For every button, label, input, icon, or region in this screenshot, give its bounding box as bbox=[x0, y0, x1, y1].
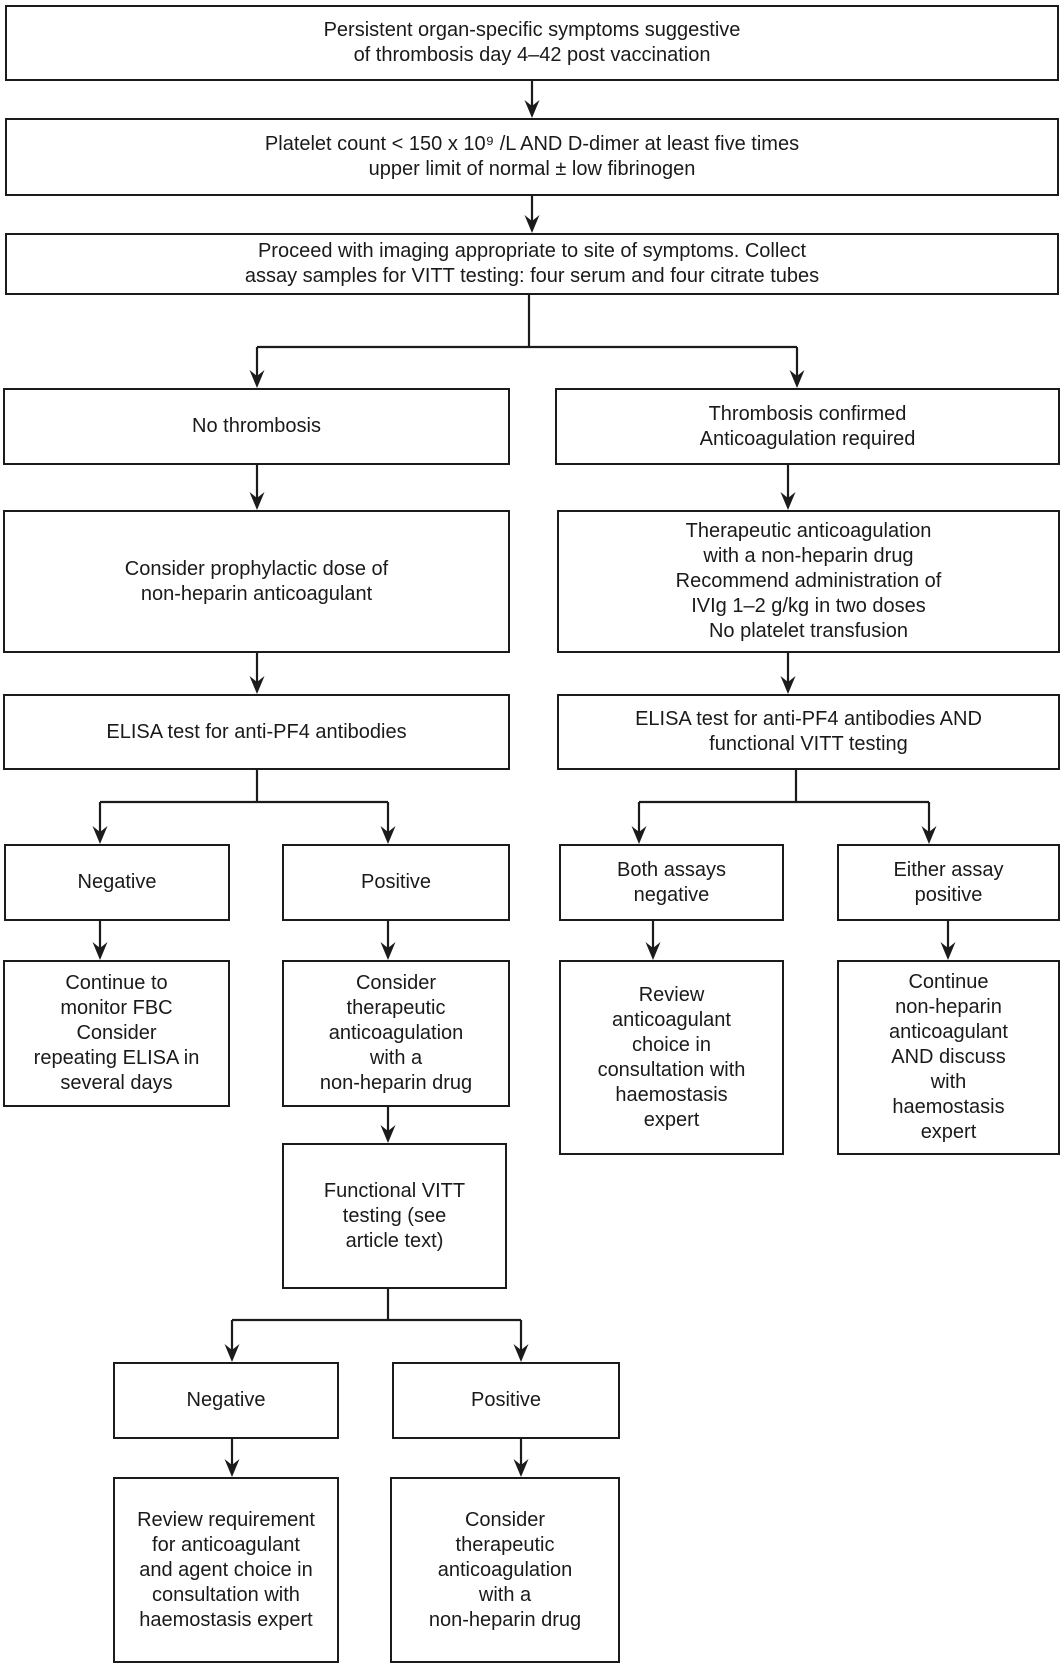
node-symptoms: Persistent organ-specific symptoms sugge… bbox=[5, 5, 1059, 81]
node-elisa-negative: Negative bbox=[4, 844, 230, 921]
node-elisa-test: ELISA test for anti-PF4 antibodies bbox=[3, 694, 510, 770]
node-platelet-criteria: Platelet count < 150 x 10⁹ /L AND D-dime… bbox=[5, 118, 1059, 196]
node-review-anticoagulant-choice: Review anticoagulant choice in consultat… bbox=[559, 960, 784, 1155]
node-either-assay-positive: Either assay positive bbox=[837, 844, 1060, 921]
node-thrombosis-confirmed: Thrombosis confirmed Anticoagulation req… bbox=[555, 388, 1060, 465]
node-review-requirement: Review requirement for anticoagulant and… bbox=[113, 1477, 339, 1663]
node-no-thrombosis: No thrombosis bbox=[3, 388, 510, 465]
node-functional-negative: Negative bbox=[113, 1362, 339, 1439]
node-prophylactic-anticoagulant: Consider prophylactic dose of non-hepari… bbox=[3, 510, 510, 653]
node-continue-non-heparin: Continue non-heparin anticoagulant AND d… bbox=[837, 960, 1060, 1155]
node-both-assays-negative: Both assays negative bbox=[559, 844, 784, 921]
node-elisa-and-functional-test: ELISA test for anti-PF4 antibodies AND f… bbox=[557, 694, 1060, 770]
node-consider-therapeutic-anticoagulation: Consider therapeutic anticoagulation wit… bbox=[282, 960, 510, 1107]
node-consider-therapeutic-final: Consider therapeutic anticoagulation wit… bbox=[390, 1477, 620, 1663]
arrowheads bbox=[92, 100, 956, 1477]
node-imaging: Proceed with imaging appropriate to site… bbox=[5, 233, 1059, 295]
node-monitor-fbc: Continue to monitor FBC Consider repeati… bbox=[3, 960, 230, 1107]
node-therapeutic-anticoagulation: Therapeutic anticoagulation with a non-h… bbox=[557, 510, 1060, 653]
node-elisa-positive: Positive bbox=[282, 844, 510, 921]
node-functional-vitt-testing: Functional VITT testing (see article tex… bbox=[282, 1143, 507, 1289]
node-functional-positive: Positive bbox=[392, 1362, 620, 1439]
